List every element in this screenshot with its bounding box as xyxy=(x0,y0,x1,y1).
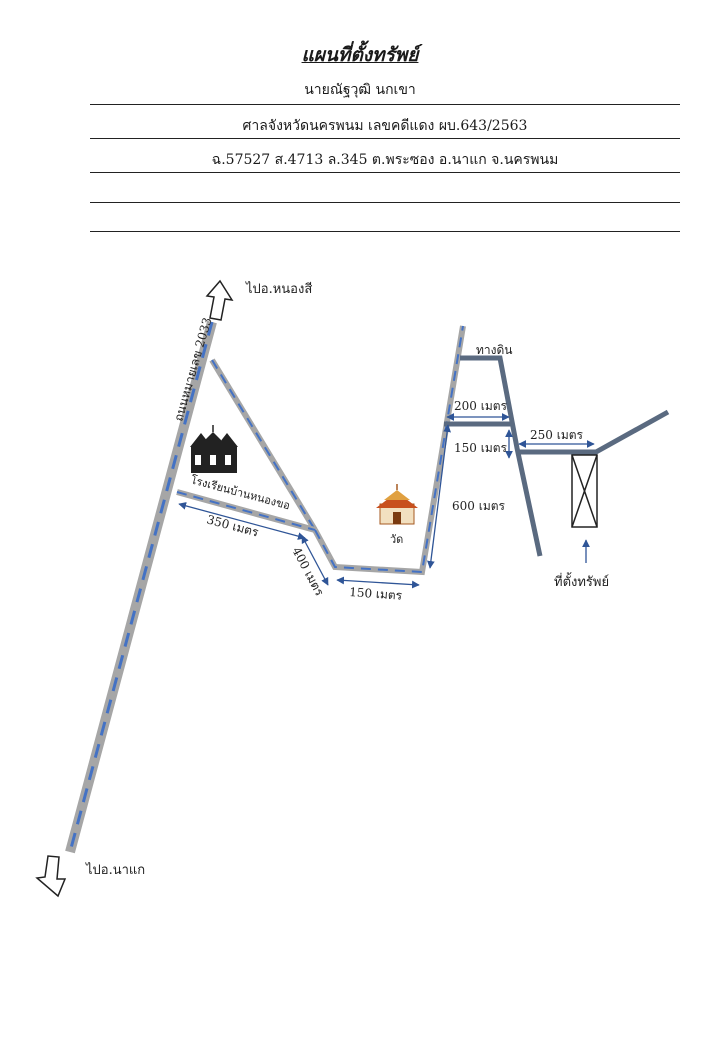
temple-label: วัด xyxy=(390,533,403,546)
distance-250-label: 250 เมตร xyxy=(530,428,584,442)
temple-icon xyxy=(376,484,418,525)
divider xyxy=(90,138,680,139)
highway-2033 xyxy=(65,320,217,854)
south-arrow-icon xyxy=(35,855,67,898)
distance-200-label: 200 เมตร xyxy=(454,399,508,413)
road-temple-route xyxy=(312,325,466,576)
distance-350-label: 350 เมตร xyxy=(205,512,260,539)
owner-name: นายณัฐวุฒิ นกเขา xyxy=(304,82,416,98)
school-icon xyxy=(190,425,238,473)
distance-150-bottom-label: 150 เมตร xyxy=(349,585,403,603)
divider xyxy=(90,172,680,173)
north-arrow-icon xyxy=(205,279,234,321)
divider xyxy=(90,104,680,105)
property-parcel xyxy=(571,454,598,528)
dirt-road-label: ทางดิน xyxy=(476,343,513,357)
north-destination-label: ไปอ.หนองสี xyxy=(245,281,312,297)
court-case: ศาลจังหวัดนครพนม เลขคดีแดง ผบ.643/2563 xyxy=(242,118,528,134)
distance-150-right-label: 150 เมตร xyxy=(454,441,508,455)
divider xyxy=(90,202,680,203)
page-title: แผนที่ตั้งทรัพย์ xyxy=(301,44,419,66)
dirt-road-network xyxy=(444,355,670,557)
divider xyxy=(90,231,680,232)
deed-location: ฉ.57527 ส.4713 ล.345 ต.พระซอง อ.นาแก จ.น… xyxy=(211,152,559,168)
distance-600-label: 600 เมตร xyxy=(452,499,506,513)
south-destination-label: ไปอ.นาแก xyxy=(85,862,145,878)
property-label: ที่ตั้งทรัพย์ xyxy=(554,572,609,590)
road-school-diagonal xyxy=(209,358,318,532)
dimension-lines xyxy=(178,413,595,589)
